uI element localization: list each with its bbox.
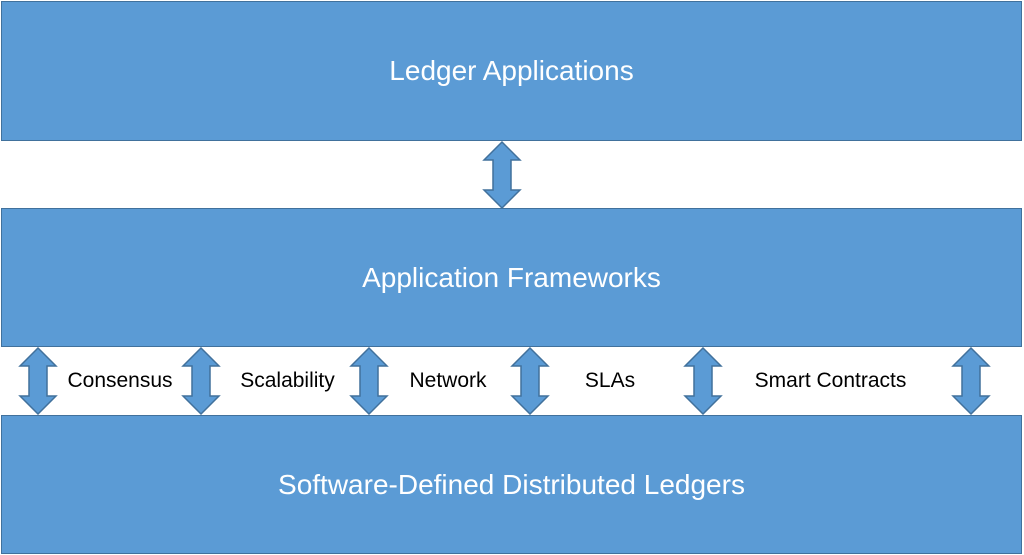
concern-smart-contracts: Smart Contracts [754, 369, 907, 392]
layer-label: Ledger Applications [389, 55, 634, 86]
double-arrow-icon [482, 141, 522, 209]
layer-ledger-applications: Ledger Applications [1, 1, 1022, 141]
layer-label: Software-Defined Distributed Ledgers [278, 468, 745, 500]
double-arrow-icon [349, 347, 389, 415]
double-arrow-icon [510, 347, 550, 415]
concern-slas: SLAs [584, 369, 636, 392]
layer-distributed-ledgers: Software-Defined Distributed Ledgers [1, 415, 1022, 554]
concern-network: Network [409, 369, 487, 392]
concern-scalability: Scalability [240, 369, 335, 392]
layer-application-frameworks: Application Frameworks [1, 208, 1022, 347]
double-arrow-icon [951, 347, 991, 415]
double-arrow-icon [181, 347, 221, 415]
double-arrow-icon [683, 347, 723, 415]
concern-consensus: Consensus [67, 369, 173, 392]
double-arrow-icon [18, 347, 58, 415]
layer-label: Application Frameworks [362, 261, 661, 293]
